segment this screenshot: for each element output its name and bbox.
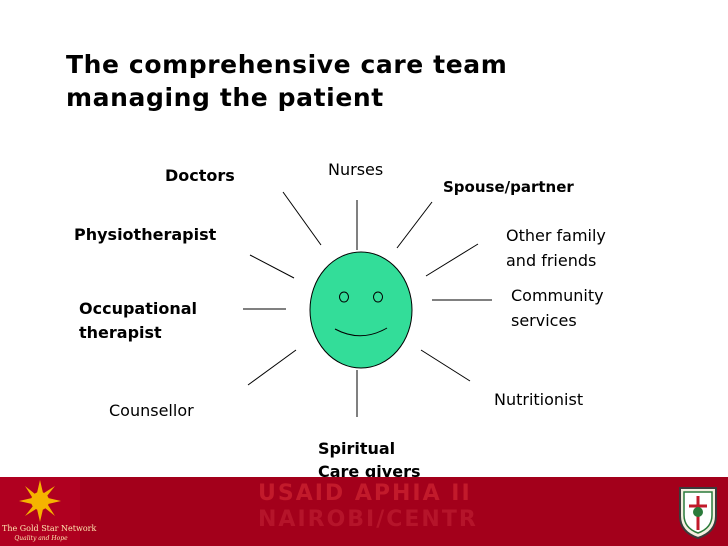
connector-counsellor [247,349,297,386]
role-spouse-partner: Spouse/partner [443,178,574,196]
connector-doctors [282,191,322,246]
role-nurses: Nurses [328,160,384,179]
program-name-line1: USAID APHIA II [258,481,472,506]
role-spiritual-care-line2: Care givers [318,462,421,481]
footer-band: The Gold Star Network Quality and Hope U… [0,477,728,546]
connector-lines [243,191,492,417]
role-spiritual-care-line1: Spiritual [318,439,396,458]
connector-family [425,243,479,277]
connector-spouse [396,201,433,249]
network-tagline: Quality and Hope [14,535,68,542]
program-name-line2: NAIROBI/CENTR [258,507,478,532]
role-doctors: Doctors [165,166,235,185]
slide-title: The comprehensive care team managing the… [66,50,508,112]
role-physiotherapist: Physiotherapist [74,225,217,244]
role-other-family-line1: Other family [506,226,606,245]
role-community-services-line1: Community [511,286,604,305]
role-nutritionist: Nutritionist [494,390,584,409]
connector-nutritionist [420,349,471,382]
role-occupational-therapist-line2: therapist [79,323,162,342]
role-other-family-line2: and friends [506,251,597,270]
connector-physio [249,254,295,279]
sun-icon [19,480,61,522]
network-name: The Gold Star Network [2,524,97,533]
shield-crest-icon [679,487,717,540]
role-occupational-therapist-line1: Occupational [79,299,198,318]
role-community-services-line2: services [511,311,577,330]
role-counsellor: Counsellor [109,401,194,420]
smiley-face-icon [309,251,413,369]
gold-star-network-logo: The Gold Star Network Quality and Hope [0,477,97,546]
